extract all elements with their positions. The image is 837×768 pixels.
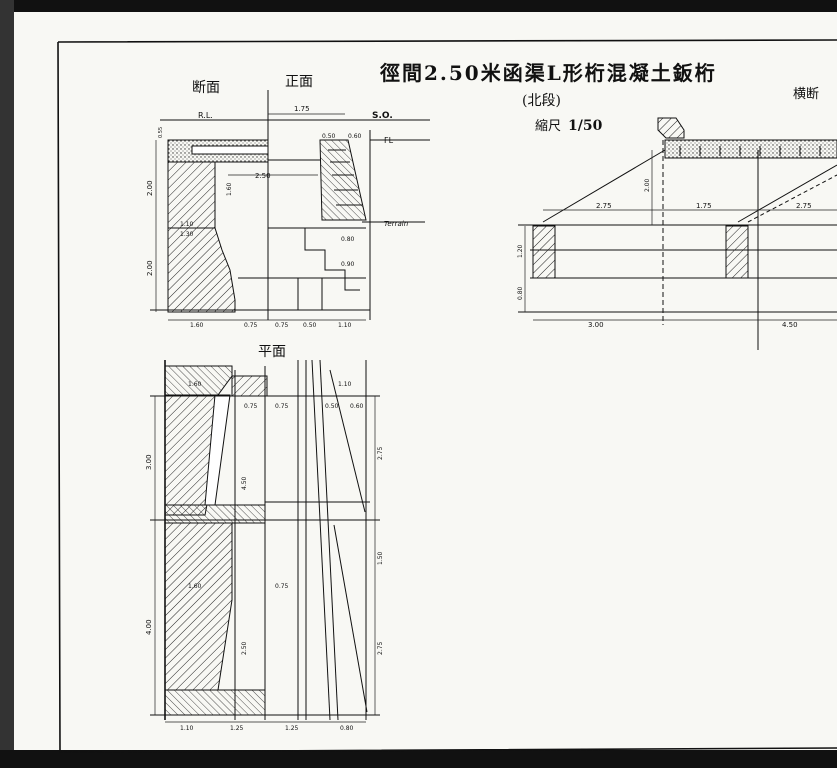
plan-bottom-125b: 1.25 xyxy=(285,725,299,732)
plan-dim-050: 0.50 xyxy=(325,403,339,410)
dim-160-vertical: 1.60 xyxy=(226,182,233,196)
cross-dim-175: 1.75 xyxy=(696,202,712,210)
plan-view xyxy=(150,359,380,723)
plan-dim-300: 3.00 xyxy=(145,454,153,470)
plan-dim-450: 4.50 xyxy=(241,476,248,490)
view-label-section: 断面 xyxy=(192,80,220,96)
plan-dim-060: 0.60 xyxy=(350,403,364,410)
plan-dim-160a: 1.60 xyxy=(188,381,202,388)
dim-130: 1.30 xyxy=(180,231,194,238)
plan-dim-150: 1.50 xyxy=(377,551,384,565)
dim-200-lower: 2.00 xyxy=(146,260,154,276)
plan-dim-275b: 2.75 xyxy=(377,641,384,655)
plan-dim-160b: 1.60 xyxy=(188,583,202,590)
dim-055: 0.55 xyxy=(158,127,164,138)
cross-dim-450: 4.50 xyxy=(782,321,798,329)
dim-top-175: 1.75 xyxy=(294,105,310,113)
dim-base-050: 0.50 xyxy=(303,322,317,329)
dim-250: 2.50 xyxy=(255,172,271,180)
dim-090: 0.90 xyxy=(341,261,355,268)
dim-050: 0.50 xyxy=(322,133,336,140)
label-fl: FL xyxy=(384,136,394,145)
plan-dim-075b: 0.75 xyxy=(275,403,289,410)
subtitle: (北段) xyxy=(522,93,561,109)
cross-dim-300: 3.00 xyxy=(588,321,604,329)
dim-080: 0.80 xyxy=(341,236,355,243)
plan-bottom-125a: 1.25 xyxy=(230,725,244,732)
cross-dim-275a: 2.75 xyxy=(596,202,612,210)
dim-base-075a: 0.75 xyxy=(244,322,258,329)
plan-dim-075c: 0.75 xyxy=(275,583,289,590)
plan-dim-400: 4.00 xyxy=(145,619,153,635)
dim-200-upper: 2.00 xyxy=(146,180,154,196)
dim-base-160: 1.60 xyxy=(190,322,204,329)
cross-dim-275b: 2.75 xyxy=(796,202,812,210)
scan-edge-left xyxy=(0,0,14,768)
dim-base-110: 1.10 xyxy=(338,322,352,329)
drawing-title: 徑間2.50米函渠L形桁混凝土鈑桁 xyxy=(379,61,717,85)
paper xyxy=(14,12,837,750)
scale-value: 1/50 xyxy=(568,118,603,134)
view-label-front: 正面 xyxy=(285,74,313,90)
plan-dim-275a: 2.75 xyxy=(377,446,384,460)
plan-dim-075a: 0.75 xyxy=(244,403,258,410)
view-label-cross: 横断 xyxy=(793,87,819,102)
view-label-plan: 平面 xyxy=(258,344,286,360)
dim-110: 1.10 xyxy=(180,221,194,228)
scan-edge-bottom xyxy=(0,750,837,768)
section-front-view xyxy=(150,90,430,321)
label-so: S.O. xyxy=(372,111,393,121)
plan-bottom-110: 1.10 xyxy=(180,725,194,732)
cross-section-view xyxy=(518,117,837,350)
label-terrain: Terrain xyxy=(384,220,408,228)
dim-060: 0.60 xyxy=(348,133,362,140)
cross-dim-120: 1.20 xyxy=(517,244,524,258)
plan-bottom-080: 0.80 xyxy=(340,725,354,732)
cross-dim-200: 2.00 xyxy=(644,178,651,192)
plan-dim-250: 2.50 xyxy=(241,641,248,655)
scale-label: 縮尺 xyxy=(535,118,561,134)
plan-dim-110: 1.10 xyxy=(338,381,352,388)
dim-base-075b: 0.75 xyxy=(275,322,289,329)
label-rl: R.L. xyxy=(198,111,213,120)
cross-dim-080: 0.80 xyxy=(517,286,524,300)
frame-border xyxy=(57,39,837,753)
scan-edge-top xyxy=(0,0,837,12)
